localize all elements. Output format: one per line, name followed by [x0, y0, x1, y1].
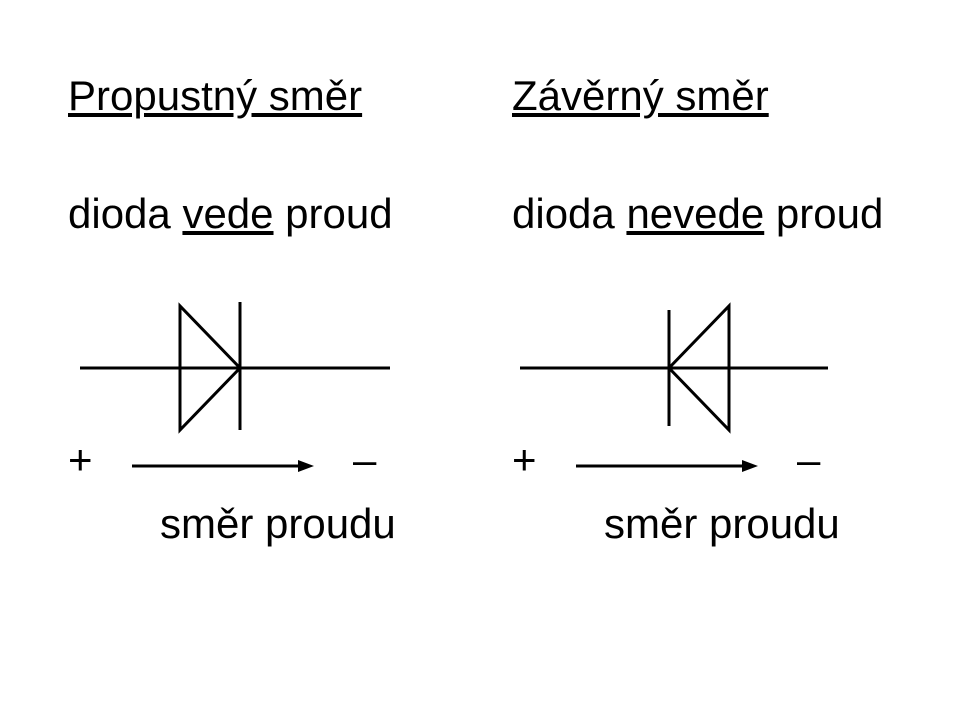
reverse-current-arrow: [576, 460, 758, 472]
forward-state-keyword: vede: [182, 190, 274, 237]
reverse-bias-panel: Závěrný směr dioda nevede proud + – směr…: [512, 0, 952, 720]
reverse-minus-terminal: –: [797, 436, 821, 483]
reverse-caption: směr proudu: [604, 500, 840, 547]
forward-minus-terminal: –: [353, 436, 377, 483]
forward-state-prefix: dioda: [68, 190, 183, 237]
forward-heading: Propustný směr: [68, 72, 363, 119]
forward-state-suffix: proud: [273, 190, 393, 237]
reverse-anode-triangle: [666, 302, 731, 434]
forward-diode-symbol: [80, 302, 390, 434]
forward-anode-triangle: [178, 302, 243, 434]
forward-plus-terminal: +: [68, 436, 93, 483]
forward-current-arrow: [132, 460, 314, 472]
forward-caption: směr proudu: [160, 500, 396, 547]
forward-bias-panel: Propustný směr dioda vede proud + – směr…: [68, 0, 508, 720]
reverse-diode-symbol: [520, 302, 828, 434]
forward-state-text: dioda vede proud: [68, 190, 393, 238]
reverse-state-text: dioda nevede proud: [512, 190, 883, 238]
reverse-state-prefix: dioda: [512, 190, 627, 237]
reverse-heading: Závěrný směr: [512, 72, 769, 119]
reverse-plus-terminal: +: [512, 436, 537, 483]
reverse-state-suffix: proud: [764, 190, 884, 237]
reverse-state-keyword: nevede: [626, 190, 765, 237]
